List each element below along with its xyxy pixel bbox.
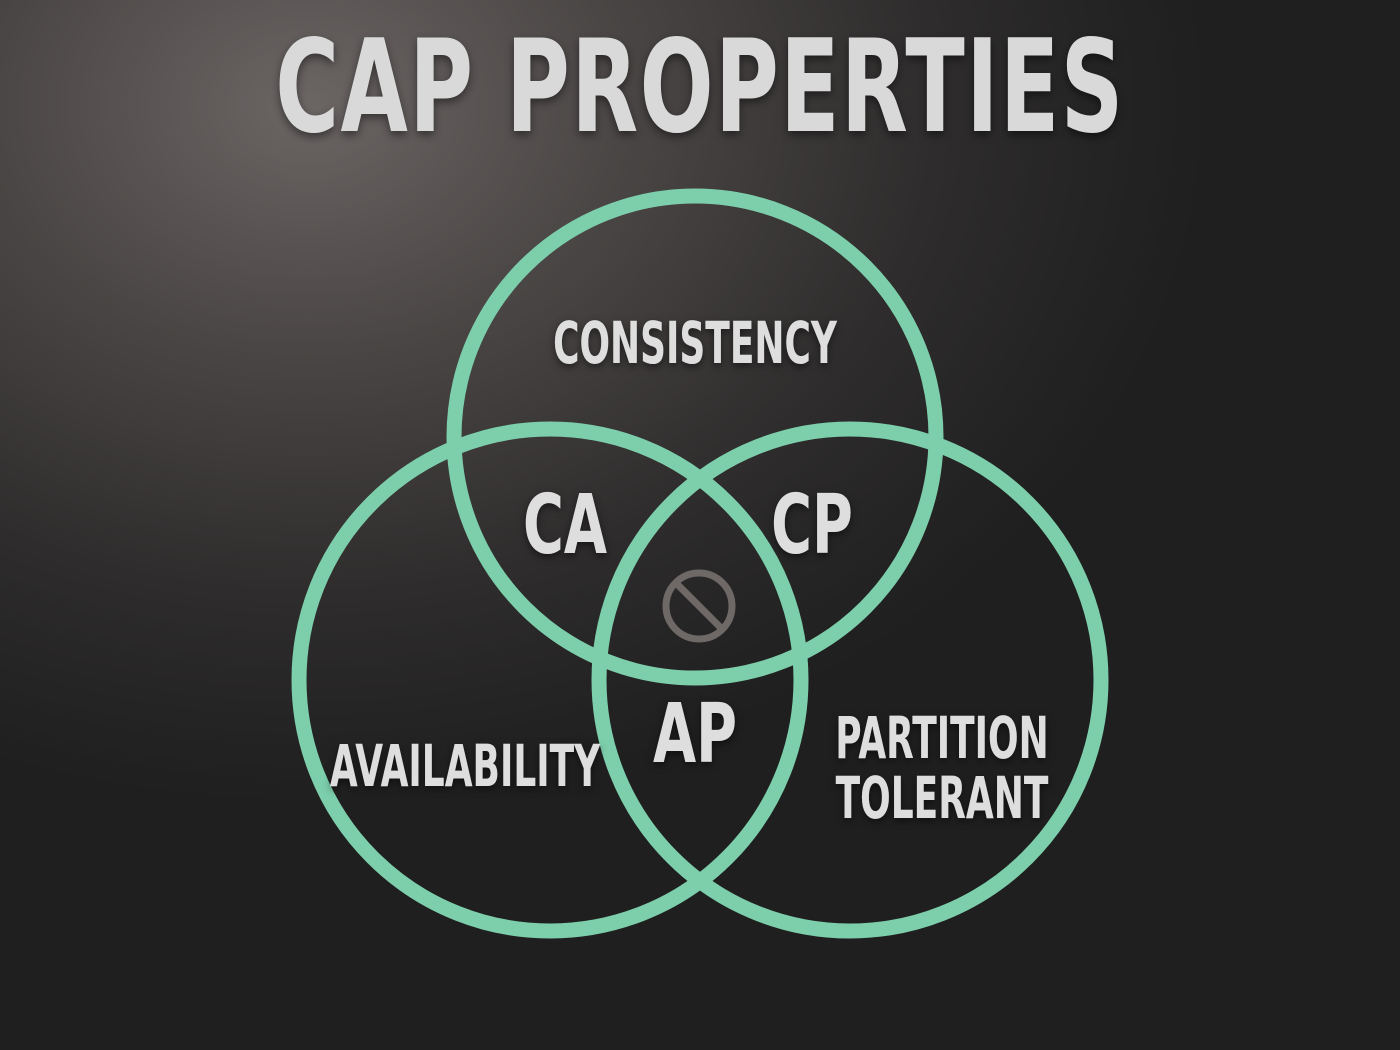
page-title: CAP PROPERTIES — [275, 13, 1125, 162]
ca-label: CA — [523, 477, 607, 573]
partition-label-line1: PARTITION — [835, 705, 1048, 772]
prohibited-icon — [662, 569, 736, 643]
ap-label: AP — [653, 686, 737, 782]
cp-label: CP — [771, 477, 853, 573]
partition-label-line2: TOLERANT — [836, 765, 1049, 832]
availability-label: AVAILABILITY — [330, 733, 601, 800]
consistency-label: CONSISTENCY — [553, 310, 838, 377]
partition-tolerant-circle — [591, 421, 1109, 939]
availability-circle — [291, 421, 809, 939]
